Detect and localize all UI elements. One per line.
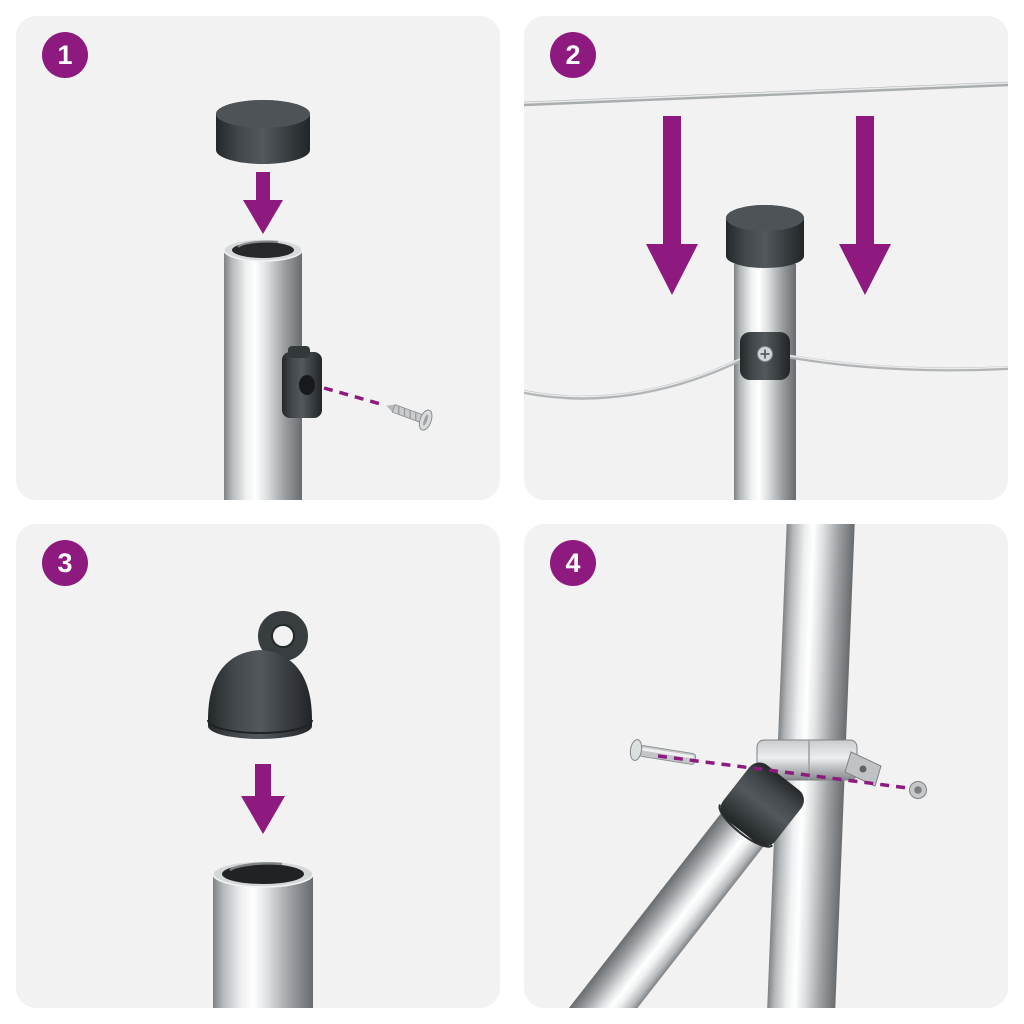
- tension-wire-top: [524, 81, 1008, 107]
- post-cap-part: [216, 100, 310, 164]
- bolt-part: [629, 739, 697, 765]
- brace-clamp-part: [756, 739, 882, 787]
- step-3-illustration: [207, 611, 314, 1008]
- metal-post-part: [734, 264, 796, 500]
- brace-pole-part: [543, 762, 804, 1008]
- step-number-badge: 2: [550, 32, 596, 78]
- wire-clamp-part: [740, 332, 790, 380]
- step-panel-4: 4: [524, 524, 1008, 1008]
- post-cap-part: [726, 205, 804, 268]
- step-number-badge: 1: [42, 32, 88, 78]
- down-arrow-icon: [241, 764, 285, 834]
- step-1-illustration: [216, 100, 433, 500]
- step-number-badge: 3: [42, 540, 88, 586]
- down-arrow-right-icon: [839, 116, 891, 295]
- down-arrow-icon: [243, 172, 283, 234]
- step-panel-3: 3: [16, 524, 500, 1008]
- metal-post-part: [212, 860, 314, 1008]
- dashed-guide-line: [657, 754, 909, 790]
- wire-clamp-part: [282, 346, 322, 418]
- step-2-illustration: [524, 81, 1008, 500]
- tension-wire-right: [785, 354, 1008, 372]
- step-panel-2: 2: [524, 16, 1008, 500]
- step-4-illustration: [543, 524, 927, 1008]
- down-arrow-left-icon: [646, 116, 698, 295]
- eyelet-cap-part: [207, 611, 313, 739]
- nut-part: [909, 781, 927, 799]
- step-panel-1: 1: [16, 16, 500, 500]
- dashed-guide-line: [323, 386, 385, 407]
- tension-wire-left: [524, 356, 745, 400]
- screw-part: [386, 404, 433, 431]
- step-number-badge: 4: [550, 540, 596, 586]
